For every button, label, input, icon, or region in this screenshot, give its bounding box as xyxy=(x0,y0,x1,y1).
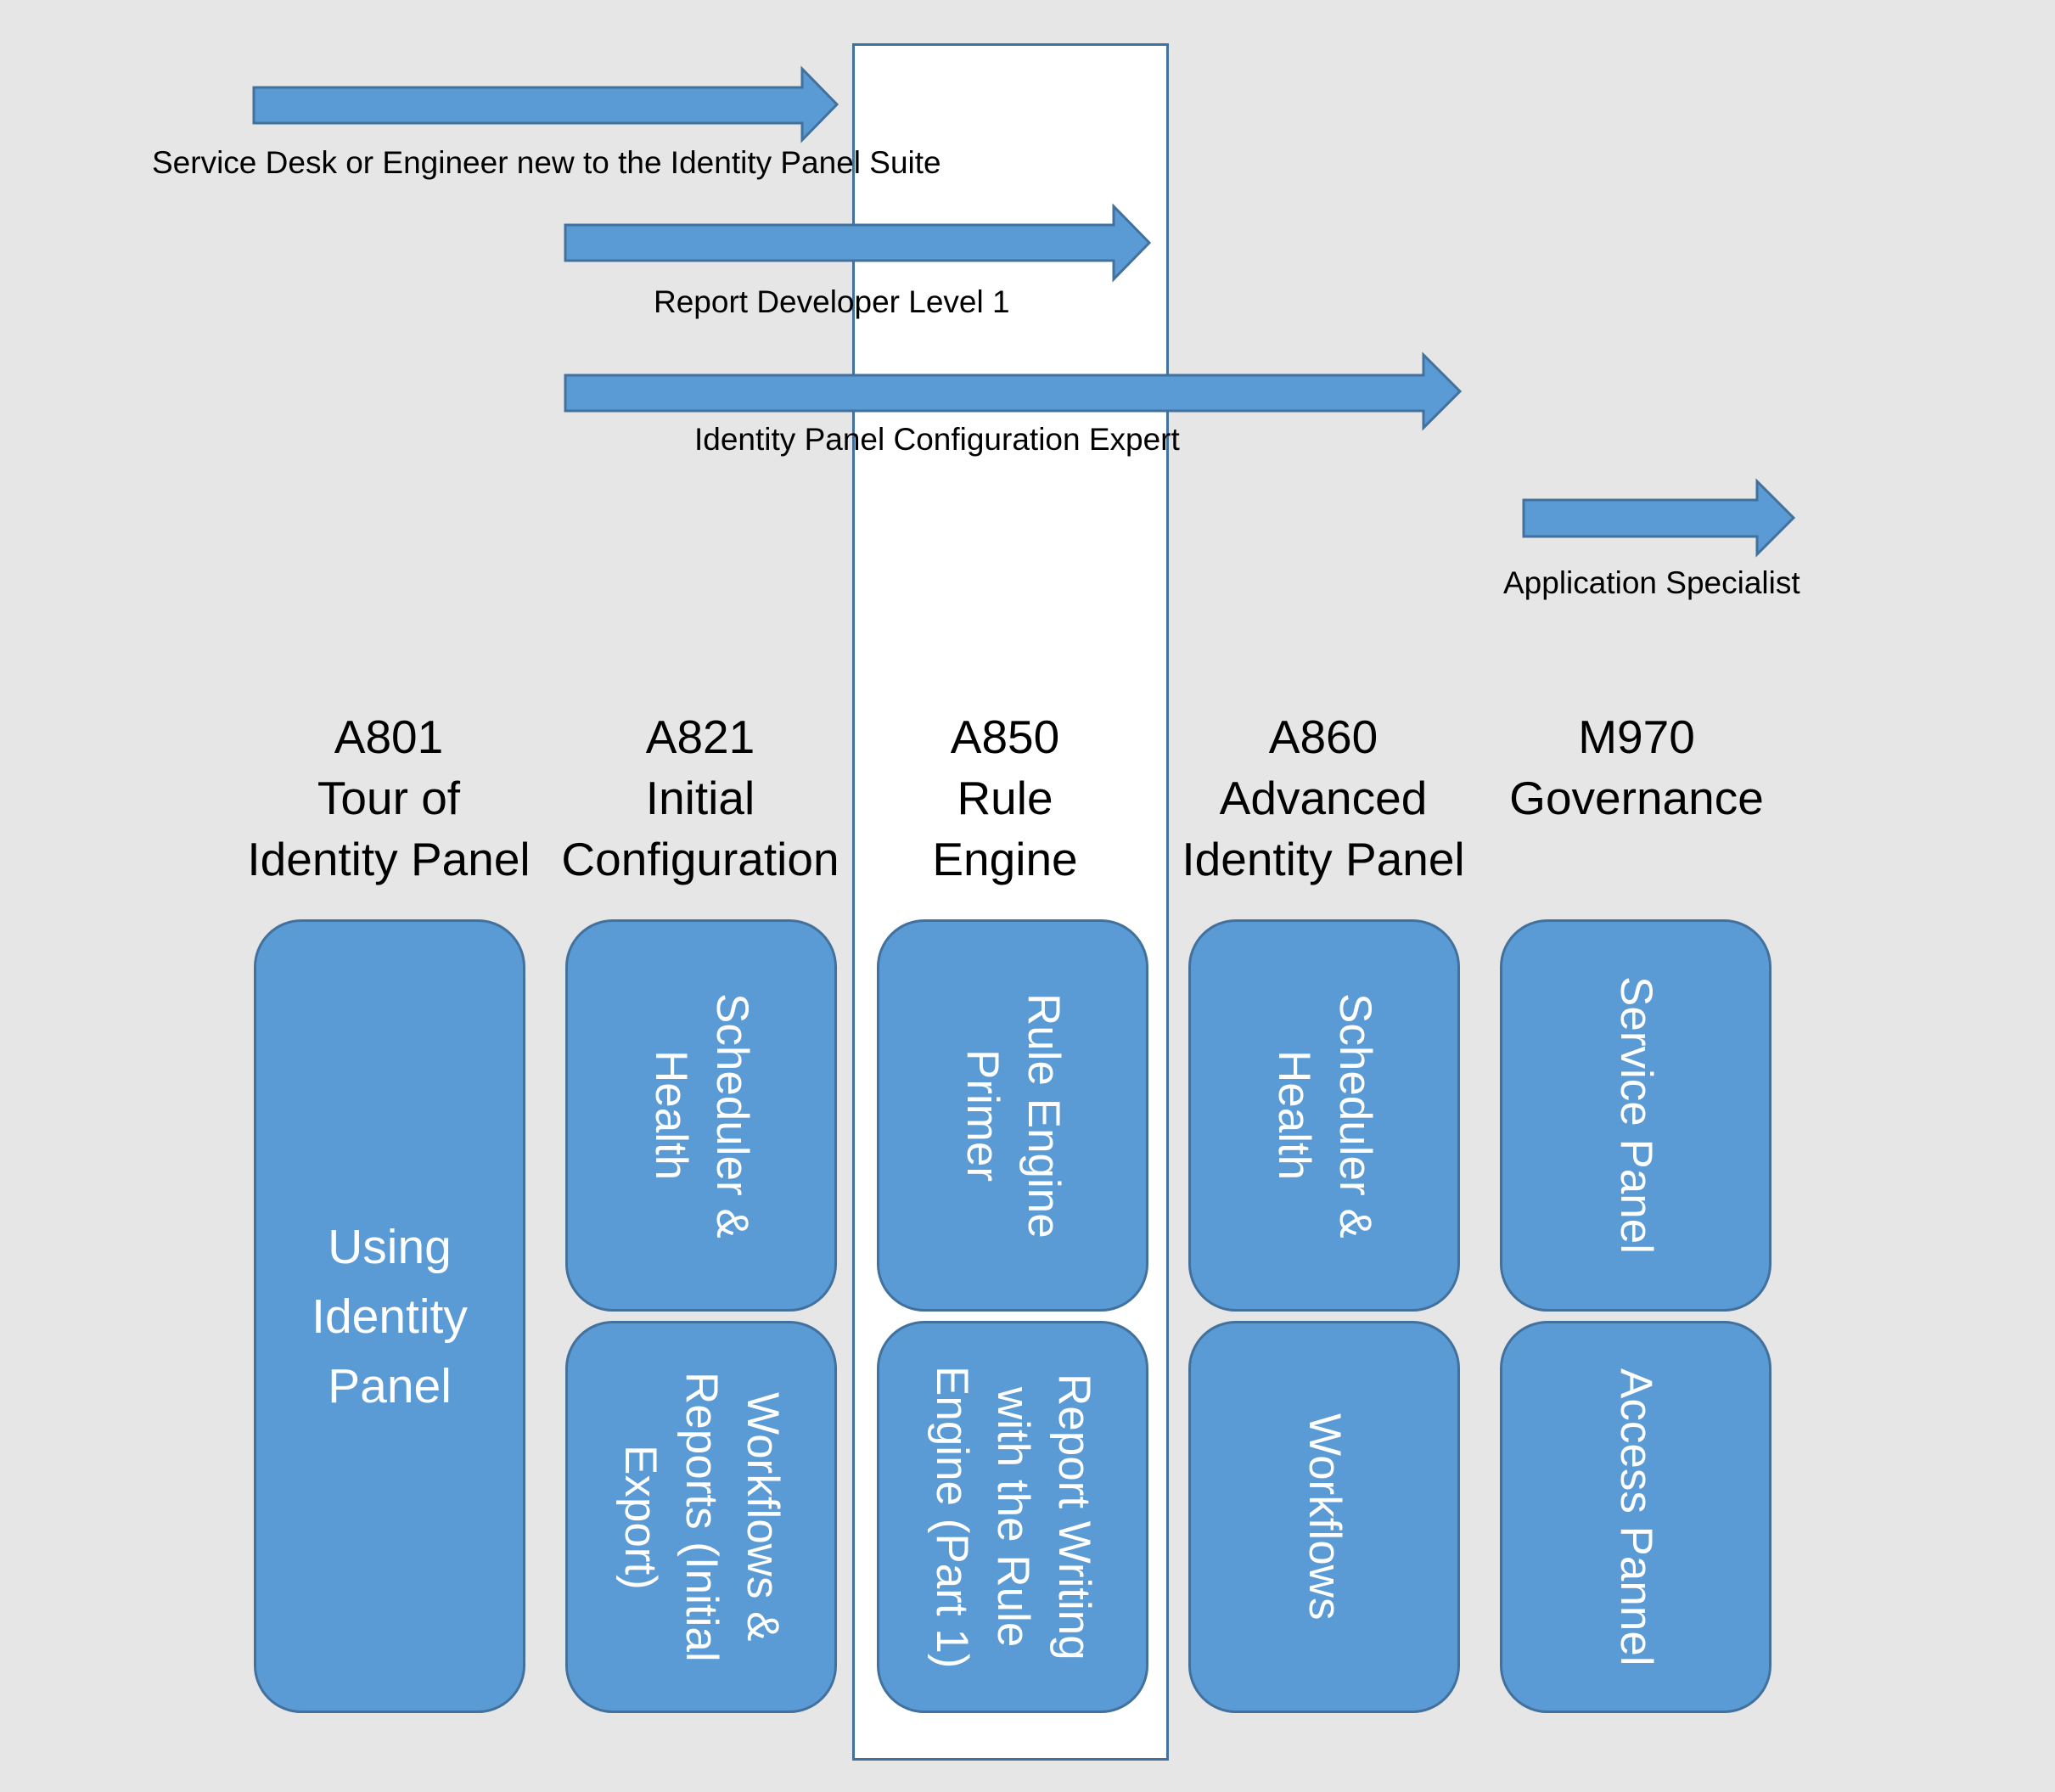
learning-path-label: Report Developer Level 1 xyxy=(654,284,1010,319)
right-arrow-icon xyxy=(1522,478,1796,558)
module-box: Access Pannel xyxy=(1500,1321,1771,1713)
course-heading-a821: A821 Initial Configuration xyxy=(556,706,845,890)
module-label: Workflows & Reports (Initial Export) xyxy=(615,1372,788,1662)
course-code: A850 xyxy=(950,711,1060,763)
course-heading-m970: M970 Governance xyxy=(1492,706,1781,829)
learning-path-label: Service Desk or Engineer new to the Iden… xyxy=(152,145,941,180)
course-code: A860 xyxy=(1268,711,1378,763)
course-title: Identity Panel xyxy=(247,833,531,885)
module-label: Rule Engine Primer xyxy=(957,992,1069,1239)
course-code: M970 xyxy=(1578,711,1695,763)
course-heading-a860: A860 Advanced Identity Panel xyxy=(1179,706,1468,890)
course-title: Tour of xyxy=(317,772,461,824)
module-box: Scheduler & Health xyxy=(1188,919,1460,1312)
learning-path-label: Identity Panel Configuration Expert xyxy=(694,422,1180,457)
course-title: Configuration xyxy=(561,833,839,885)
module-label: Access Pannel xyxy=(1611,1368,1661,1666)
course-title: Initial xyxy=(645,772,755,824)
module-box: Scheduler & Health xyxy=(565,919,837,1312)
module-box: Workflows & Reports (Initial Export) xyxy=(565,1321,837,1713)
module-label: Scheduler & Health xyxy=(646,992,757,1239)
course-code: A821 xyxy=(645,711,755,763)
course-heading-a801: A801 Tour of Identity Panel xyxy=(244,706,533,890)
module-label: Workflows xyxy=(1300,1413,1350,1621)
learning-path-label: Application Specialist xyxy=(1503,565,1800,600)
module-box: Rule Engine Primer xyxy=(877,919,1148,1312)
course-title: Engine xyxy=(932,833,1078,885)
right-arrow-icon xyxy=(252,65,839,143)
course-code: A801 xyxy=(334,711,444,763)
module-label: Using Identity Panel xyxy=(312,1219,468,1413)
course-title: Governance xyxy=(1509,772,1764,824)
course-title: Identity Panel xyxy=(1182,833,1465,885)
module-box: Report Writing with the Rule Engine (Par… xyxy=(877,1321,1148,1713)
right-arrow-icon xyxy=(564,203,1152,283)
course-title: Rule xyxy=(957,772,1053,824)
module-label: Service Panel xyxy=(1611,976,1661,1255)
course-heading-a850: A850 Rule Engine xyxy=(861,706,1149,890)
module-box: Using Identity Panel xyxy=(254,919,525,1713)
module-label: Report Writing with the Rule Engine (Par… xyxy=(927,1365,1099,1669)
right-arrow-icon xyxy=(564,351,1463,431)
course-title: Advanced xyxy=(1219,772,1428,824)
module-box: Service Panel xyxy=(1500,919,1771,1312)
module-label: Scheduler & Health xyxy=(1269,992,1380,1239)
module-box: Workflows xyxy=(1188,1321,1460,1713)
